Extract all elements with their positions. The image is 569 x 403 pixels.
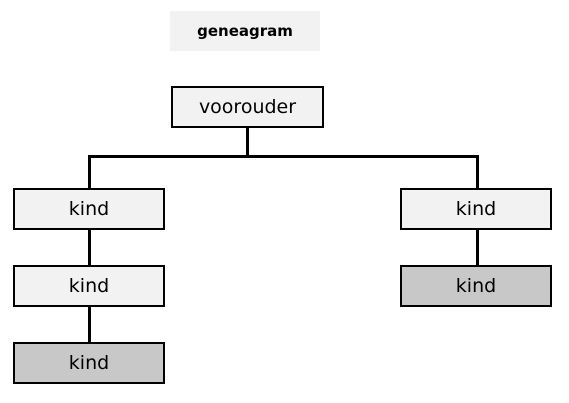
node-right-kind-1: kind — [400, 188, 552, 230]
diagram-title: geneagram — [170, 11, 320, 51]
node-left-kind-3: kind — [13, 342, 165, 384]
connector-right-1-2 — [476, 228, 479, 266]
node-left-kind-1: kind — [13, 188, 165, 230]
connector-left-1-2 — [88, 228, 91, 266]
node-right-kind-2: kind — [400, 265, 552, 307]
connector-left-drop — [88, 155, 91, 189]
connector-root-down — [246, 126, 249, 157]
node-left-kind-2: kind — [13, 265, 165, 307]
connector-right-drop — [476, 155, 479, 189]
connector-horizontal-bar — [88, 155, 479, 158]
connector-left-2-3 — [88, 305, 91, 343]
node-voorouder: voorouder — [171, 86, 324, 128]
